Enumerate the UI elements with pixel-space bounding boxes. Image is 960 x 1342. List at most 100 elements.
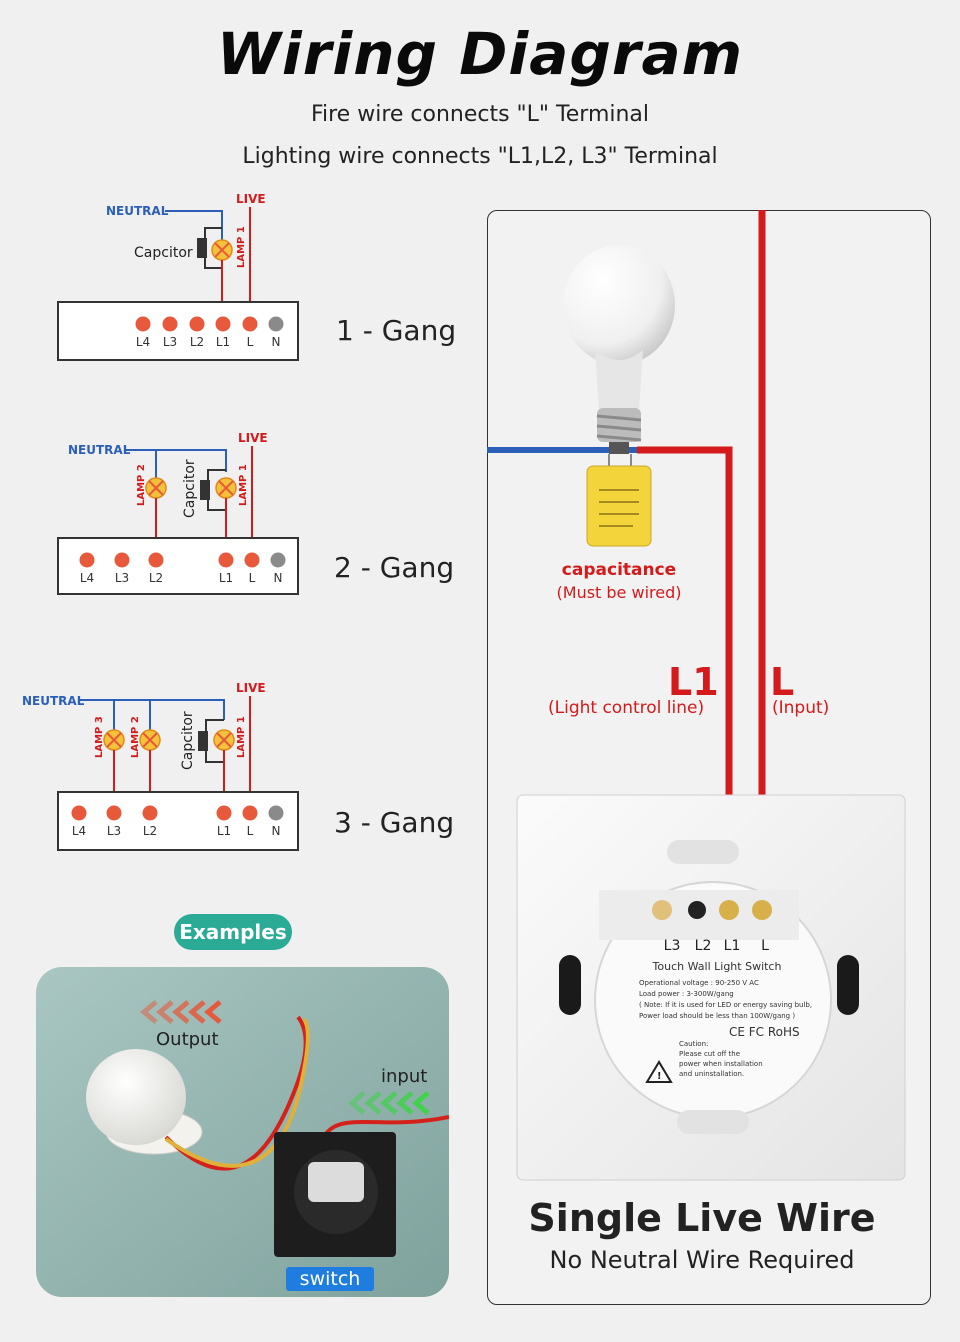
lamp-wire-l1	[637, 446, 733, 900]
terminal-l2-dot	[142, 805, 158, 821]
lamp-1-label: LAMP 1	[238, 464, 249, 506]
spec-line-1: Operational voltage : 90-250 V AC	[639, 979, 759, 987]
terminal-l-dot	[242, 316, 258, 332]
l1-note: (Light control line)	[548, 698, 705, 718]
example-photo: Output input switch	[36, 967, 449, 1297]
switch-badge	[286, 1267, 374, 1291]
spec-line-2: Load power : 3-300W/gang	[639, 990, 734, 998]
svg-text:!: !	[657, 1071, 662, 1082]
capacitor-icon	[586, 465, 652, 547]
terminal-l-dot	[244, 552, 260, 568]
live-label: LIVE	[236, 192, 266, 206]
bulb-base	[596, 408, 642, 454]
neutral-label: NEUTRAL	[68, 443, 131, 457]
terminal-l2-label: L2	[149, 571, 163, 585]
switch-terminal-l1: L1	[724, 938, 741, 954]
terminal-l1-label: L1	[217, 824, 231, 838]
live-label: LIVE	[236, 681, 266, 695]
single-live-wire-title: Single Live Wire	[528, 1196, 876, 1240]
switch-terminal-labels: L3 L2 L1 L	[664, 938, 769, 954]
gang-1-diagram: NEUTRAL LIVE Capcitor LAMP 1	[57, 192, 299, 361]
terminal-l3-dot	[106, 805, 122, 821]
terminal-l1-dot	[218, 552, 234, 568]
caution-line-4: and uninstallation.	[679, 1070, 744, 1078]
terminal-l4-label: L4	[80, 571, 94, 585]
terminal-l4-dot	[135, 316, 151, 332]
caution-line-3: power when installation	[679, 1060, 763, 1068]
neutral-label: NEUTRAL	[106, 204, 169, 218]
neutral-label: NEUTRAL	[22, 694, 85, 708]
input-arrows	[348, 1091, 430, 1115]
terminal-l2-label: L2	[190, 335, 204, 349]
terminal-l2-dot	[189, 316, 205, 332]
terminal-n-dot	[268, 316, 284, 332]
gang-2-label: 2 - Gang	[334, 551, 455, 584]
gang-diagrams: NEUTRAL LIVE Capcitor LAMP 1 NEUTRAL LIV…	[22, 192, 299, 851]
gang-1-label: 1 - Gang	[336, 314, 457, 347]
terminal-l1-dot	[216, 805, 232, 821]
terminal-n-label: N	[272, 335, 281, 349]
terminal-n-dot	[268, 805, 284, 821]
gang-3-diagram: NEUTRAL LIVE Capcitor LAMP 1 LAMP 2 LAMP…	[22, 681, 299, 851]
terminal-l3-dot	[114, 552, 130, 568]
gang-2-diagram: NEUTRAL LIVE Capcitor LAMP 1 LAMP 2	[57, 431, 299, 595]
switch-terminal-l2: L2	[695, 938, 712, 954]
no-neutral-subtitle: No Neutral Wire Required	[549, 1246, 855, 1274]
switch-label: switch	[300, 1268, 361, 1290]
l-note: (Input)	[772, 698, 830, 718]
terminal-n-dot	[270, 552, 286, 568]
switch-terminal-l: L	[761, 938, 769, 954]
terminal-n-label: N	[272, 824, 281, 838]
terminal-l4-dot	[71, 805, 87, 821]
switch-terminal-l3: L3	[664, 938, 681, 954]
output-arrows	[140, 1000, 222, 1024]
capacitor-symbol	[197, 238, 207, 258]
page-title: Wiring Diagram	[216, 20, 744, 88]
output-label: Output	[156, 1029, 219, 1050]
l-label: L	[770, 660, 795, 704]
terminal-l3-dot	[162, 316, 178, 332]
input-label: input	[381, 1066, 427, 1087]
examples-badge: Examples	[174, 914, 292, 950]
capacitor-label: Capcitor	[134, 245, 193, 261]
terminal-l-label: L	[249, 571, 256, 585]
lamp-2-label: LAMP 2	[130, 716, 141, 758]
terminal-l-dot	[242, 805, 258, 821]
terminal-l-label: L	[247, 824, 254, 838]
capacitor-label: Capcitor	[180, 711, 196, 770]
terminal-n-label: N	[274, 571, 283, 585]
caution-line-1: Caution:	[679, 1040, 708, 1048]
terminal-l1-label: L1	[216, 335, 230, 349]
lamp-2-label: LAMP 2	[136, 464, 147, 506]
lamp-3-label: LAMP 3	[94, 716, 105, 758]
capacitor-symbol	[198, 731, 208, 751]
warning-icon	[645, 1060, 673, 1083]
terminal-l1-screw	[719, 900, 739, 920]
l1-label: L1	[668, 660, 719, 704]
terminal-l3-label: L3	[163, 335, 177, 349]
capacitor-symbol	[200, 480, 210, 500]
terminal-l2-label: L2	[143, 824, 157, 838]
subtitle-lighting-wire: Lighting wire connects "L1,L2, L3" Termi…	[242, 144, 718, 169]
live-label: LIVE	[238, 431, 268, 445]
switch-name: Touch Wall Light Switch	[652, 960, 782, 973]
bulb-icon	[563, 245, 675, 365]
terminal-l3-label: L3	[115, 571, 129, 585]
gang-3-label: 3 - Gang	[334, 806, 455, 839]
cert-marks: CE FC RoHS	[729, 1025, 800, 1039]
bulb-photo	[86, 1049, 186, 1145]
terminal-l1-dot	[215, 316, 231, 332]
terminal-l1-label: L1	[219, 571, 233, 585]
terminal-l4-label: L4	[136, 335, 150, 349]
spec-line-3: ( Note: If it is used for LED or energy …	[639, 1001, 812, 1009]
terminal-l-label: L	[247, 335, 254, 349]
caution-line-2: Please cut off the	[679, 1050, 740, 1058]
capacitor-label: Capcitor	[182, 459, 198, 518]
terminal-l-screw	[752, 900, 772, 920]
terminal-l2-dot	[148, 552, 164, 568]
capacitance-label: capacitance	[561, 560, 677, 580]
terminal-l3-label: L3	[107, 824, 121, 838]
subtitle-fire-wire: Fire wire connects "L" Terminal	[310, 102, 650, 127]
